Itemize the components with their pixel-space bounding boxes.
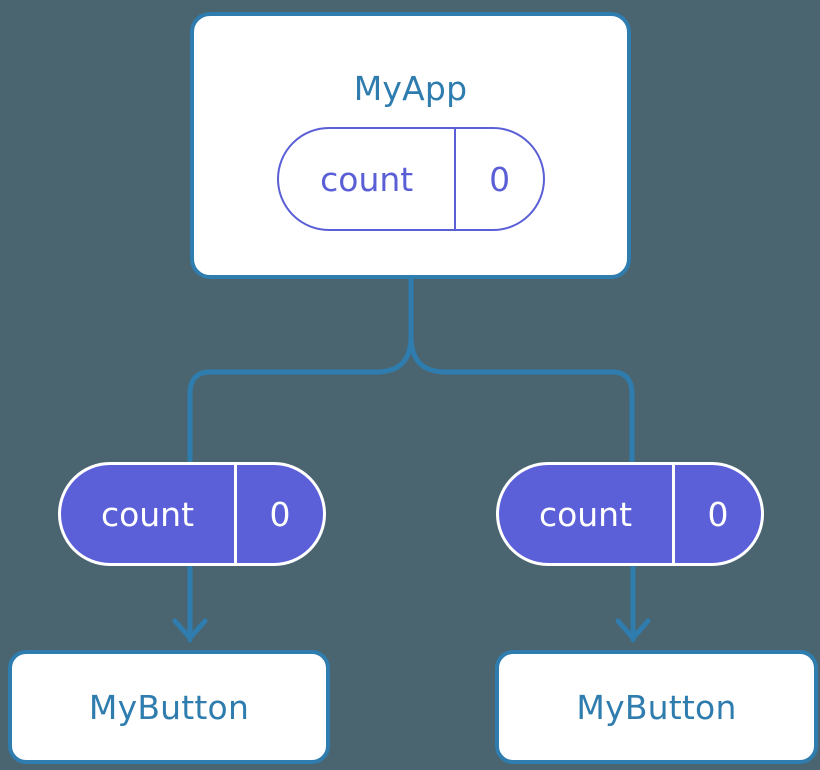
prop-pill-key: count <box>538 494 633 534</box>
arrow-left-head <box>172 618 208 641</box>
prop-pill-value: 0 <box>234 465 323 563</box>
prop-pill-key: count <box>100 494 195 534</box>
component-title-myapp: MyApp <box>353 69 468 108</box>
state-pill-myapp-count[interactable]: count 0 <box>277 127 545 231</box>
component-box-mybutton-right[interactable]: MyButton <box>495 650 818 764</box>
branch-left <box>187 333 414 465</box>
branch-right <box>408 333 635 465</box>
state-pill-value: 0 <box>454 129 543 229</box>
prop-pill-value: 0 <box>672 465 761 563</box>
component-title-mybutton: MyButton <box>576 687 737 727</box>
component-box-mybutton-left[interactable]: MyButton <box>8 650 330 764</box>
component-title-mybutton: MyButton <box>88 687 250 727</box>
prop-pill-left-count[interactable]: count 0 <box>58 462 326 566</box>
arrow-right-head <box>615 618 651 641</box>
state-pill-key: count <box>320 159 414 199</box>
prop-pill-right-count[interactable]: count 0 <box>496 462 764 566</box>
